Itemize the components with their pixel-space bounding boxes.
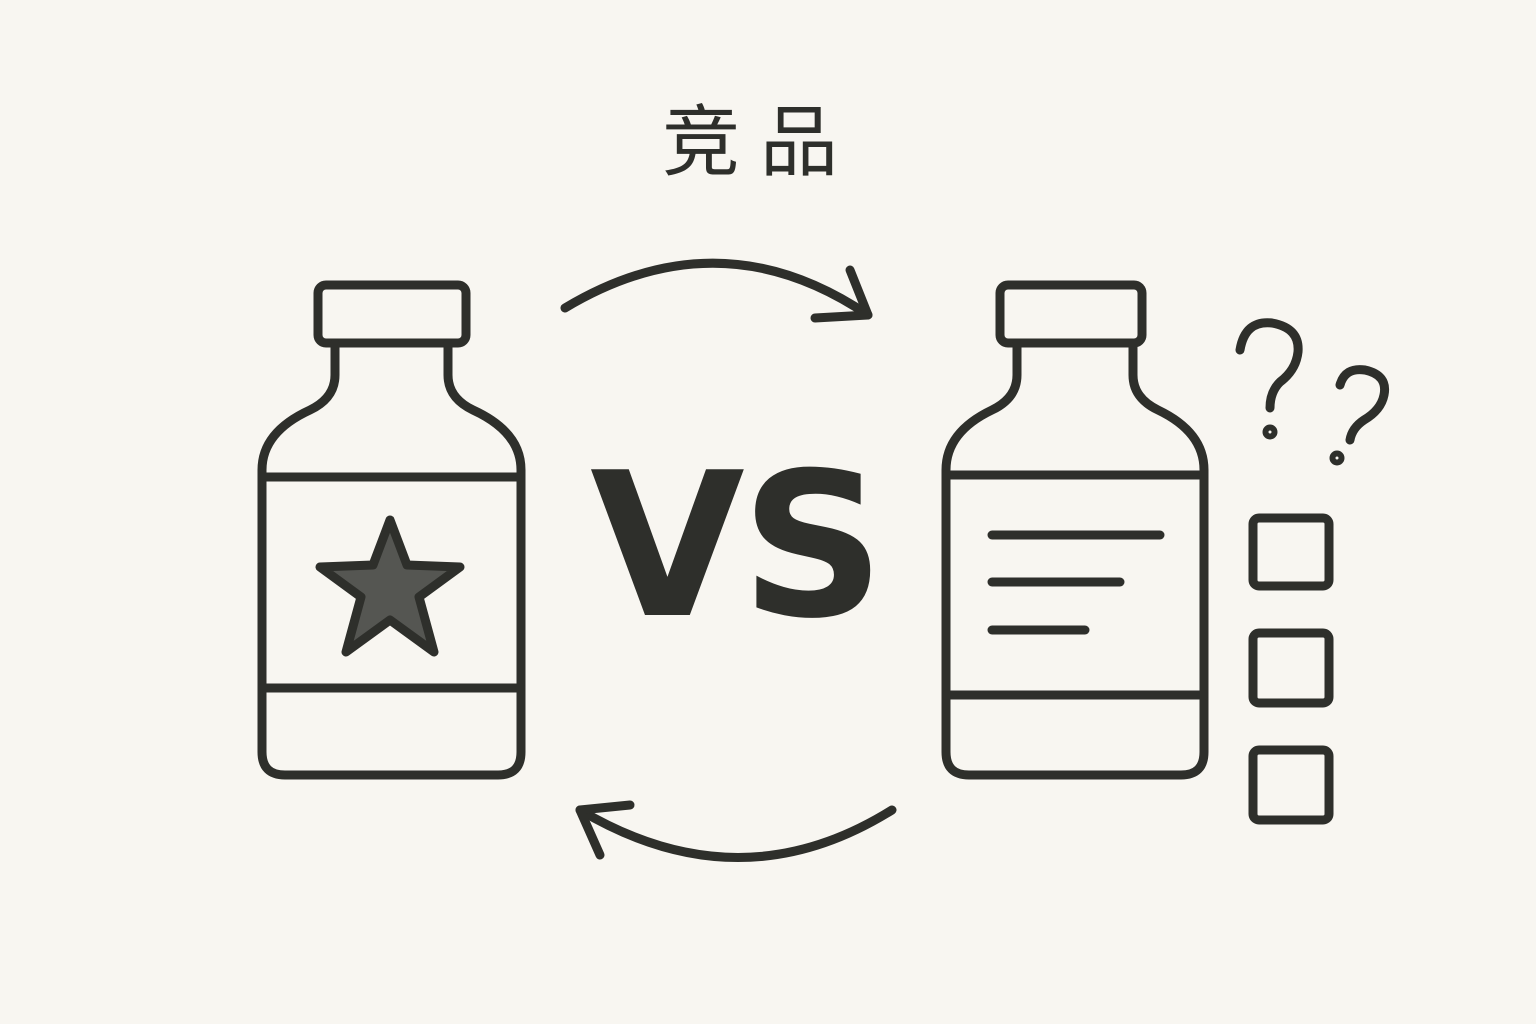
checkbox-icon	[1248, 745, 1334, 825]
star-icon	[315, 515, 465, 657]
checkbox-icon	[1248, 628, 1334, 708]
vs-label: VS	[590, 430, 885, 663]
title: 竞品	[661, 98, 858, 188]
competitor-bottle-icon	[941, 280, 1209, 780]
checkbox-icon	[1248, 513, 1334, 591]
arrow-bottom-left-icon	[575, 800, 897, 862]
arrow-top-right-icon	[560, 258, 873, 323]
question-marks-icon	[1235, 318, 1390, 466]
own-product-bottle-icon	[257, 280, 526, 780]
